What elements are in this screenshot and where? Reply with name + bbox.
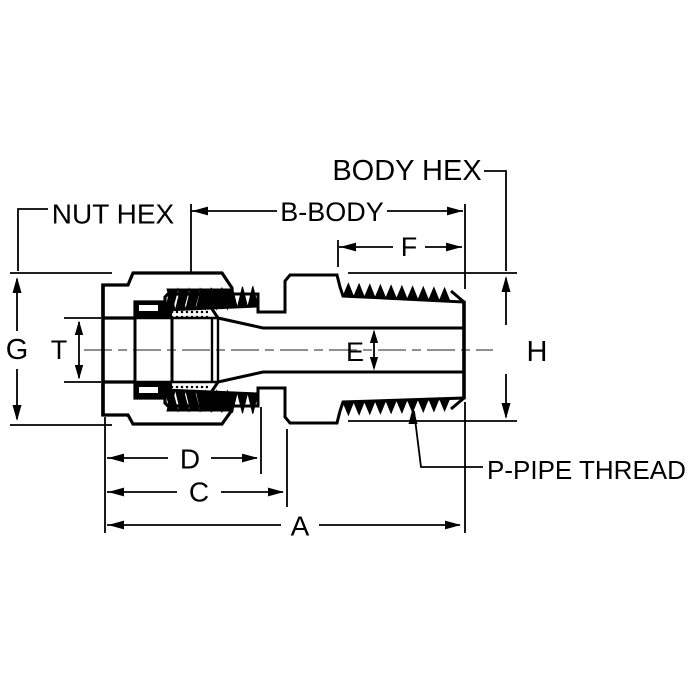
nut-thread-teeth-bottom-inner xyxy=(166,389,234,413)
dimension-annotations xyxy=(10,170,517,533)
c-arrow-right xyxy=(268,487,284,497)
labels: NUT HEX BODY HEX B-BODY F G T E H D C A … xyxy=(6,155,686,542)
a-arrow-left xyxy=(108,520,124,530)
thread-teeth xyxy=(164,282,451,417)
dim-label-e: E xyxy=(346,337,364,367)
f-arrow-right xyxy=(446,242,462,252)
g-arrow-down xyxy=(12,405,22,421)
dim-label-d: D xyxy=(180,444,200,475)
leader-nut-hex xyxy=(17,208,48,271)
dim-label-b-body: B-BODY xyxy=(280,197,384,227)
d-arrow-right xyxy=(242,453,258,463)
pipe-thread-teeth-bottom xyxy=(342,396,451,417)
f-arrow-left xyxy=(340,242,356,252)
body-section-top xyxy=(207,273,466,330)
end-chamfer-top xyxy=(450,289,465,304)
bbody-arrow-left xyxy=(192,206,208,216)
pipe-thread-teeth-top xyxy=(342,282,451,303)
callout-nut-hex: NUT HEX xyxy=(52,199,175,230)
nut-thread-teeth-top-inner xyxy=(166,287,234,311)
h-arrow-down xyxy=(501,403,511,419)
back-ferrule-top-gap xyxy=(139,305,158,311)
g-arrow-up xyxy=(12,277,22,293)
callout-p-pipe-thread: P-PIPE THREAD xyxy=(487,455,686,485)
e-arrow-up xyxy=(369,329,379,343)
leader-body-hex xyxy=(484,170,507,271)
dim-label-h: H xyxy=(527,336,548,368)
back-ferrule-bottom-gap xyxy=(139,387,158,393)
fitting-body xyxy=(101,271,466,426)
e-arrow-down xyxy=(369,357,379,371)
a-arrow-right xyxy=(445,520,461,530)
t-arrow-up xyxy=(74,320,84,335)
t-arrow-down xyxy=(74,365,84,380)
dim-label-t: T xyxy=(51,335,68,365)
leader-pipe-thread-arrowhead xyxy=(408,407,418,424)
c-arrow-left xyxy=(108,487,124,497)
body-section-bottom xyxy=(207,370,466,425)
h-arrow-up xyxy=(501,276,511,292)
leader-pipe-thread xyxy=(413,410,483,468)
end-chamfer-bottom xyxy=(450,396,465,411)
dim-label-c: C xyxy=(189,477,209,508)
dim-label-g: G xyxy=(6,334,29,366)
callout-body-hex: BODY HEX xyxy=(332,155,481,187)
dim-label-f: F xyxy=(401,232,418,262)
dim-label-a: A xyxy=(291,511,310,542)
d-arrow-left xyxy=(108,453,124,463)
bbody-arrow-right xyxy=(447,206,463,216)
